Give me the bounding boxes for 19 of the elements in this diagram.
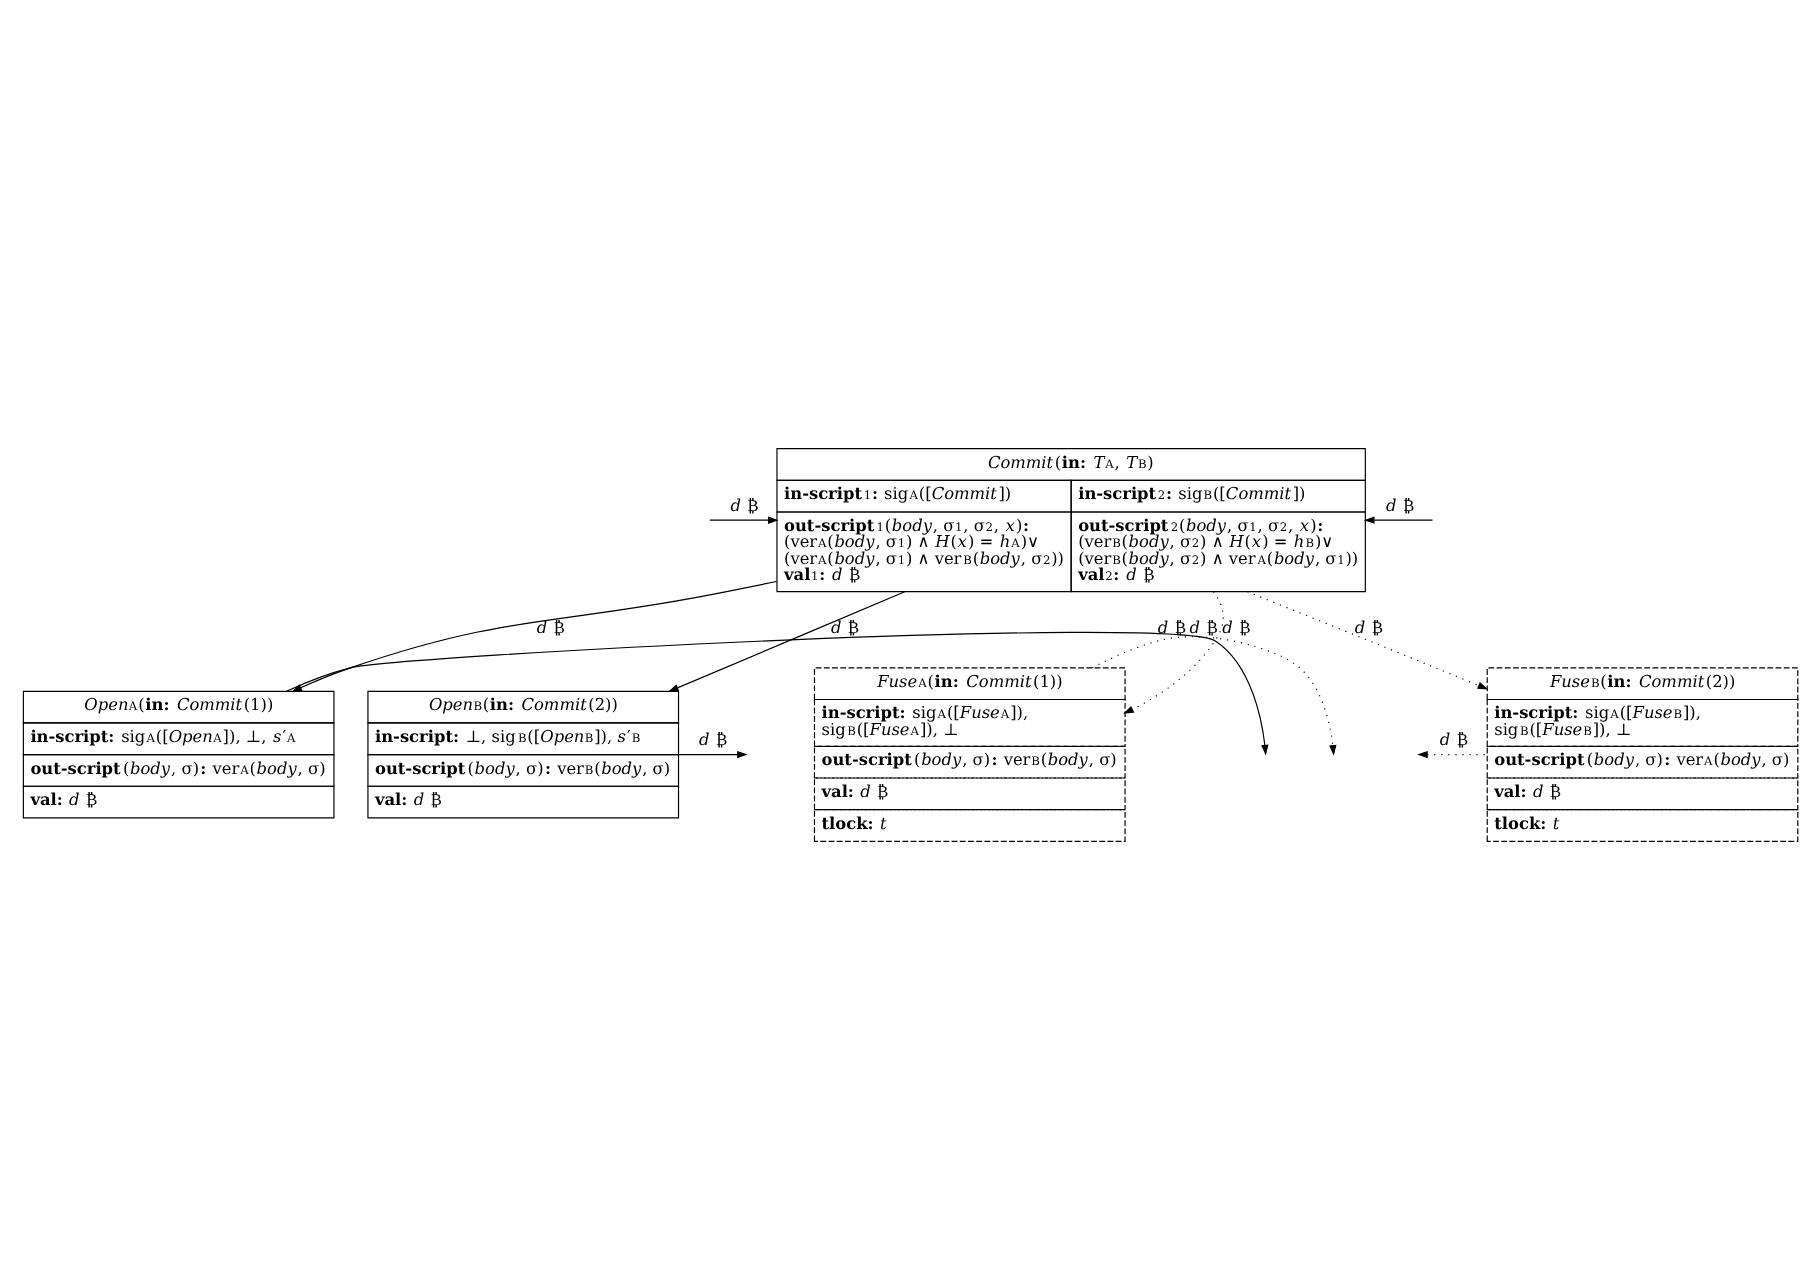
edge-label: d ₿ (830, 615, 860, 636)
arrow (677, 749, 748, 758)
arrow (668, 590, 906, 691)
edge-label: d ₿ (1157, 615, 1187, 636)
arrow (1363, 515, 1434, 523)
edge-label: d ₿ (730, 494, 759, 515)
edge-label: d ₿ (1189, 615, 1218, 636)
edge-label: d ₿ (1222, 615, 1251, 636)
arrow (1246, 590, 1489, 689)
edge-label: d ₿ (1354, 615, 1384, 636)
edge-label: d ₿ (1439, 728, 1468, 749)
arrow (291, 579, 778, 691)
arrow (285, 630, 1269, 755)
edge-label: d ₿ (1386, 494, 1415, 515)
arrow (1123, 590, 1224, 713)
edge-label: d ₿ (536, 615, 565, 636)
arrow (1091, 635, 1337, 755)
arrow (709, 515, 779, 523)
edge-label: d ₿ (699, 728, 728, 749)
